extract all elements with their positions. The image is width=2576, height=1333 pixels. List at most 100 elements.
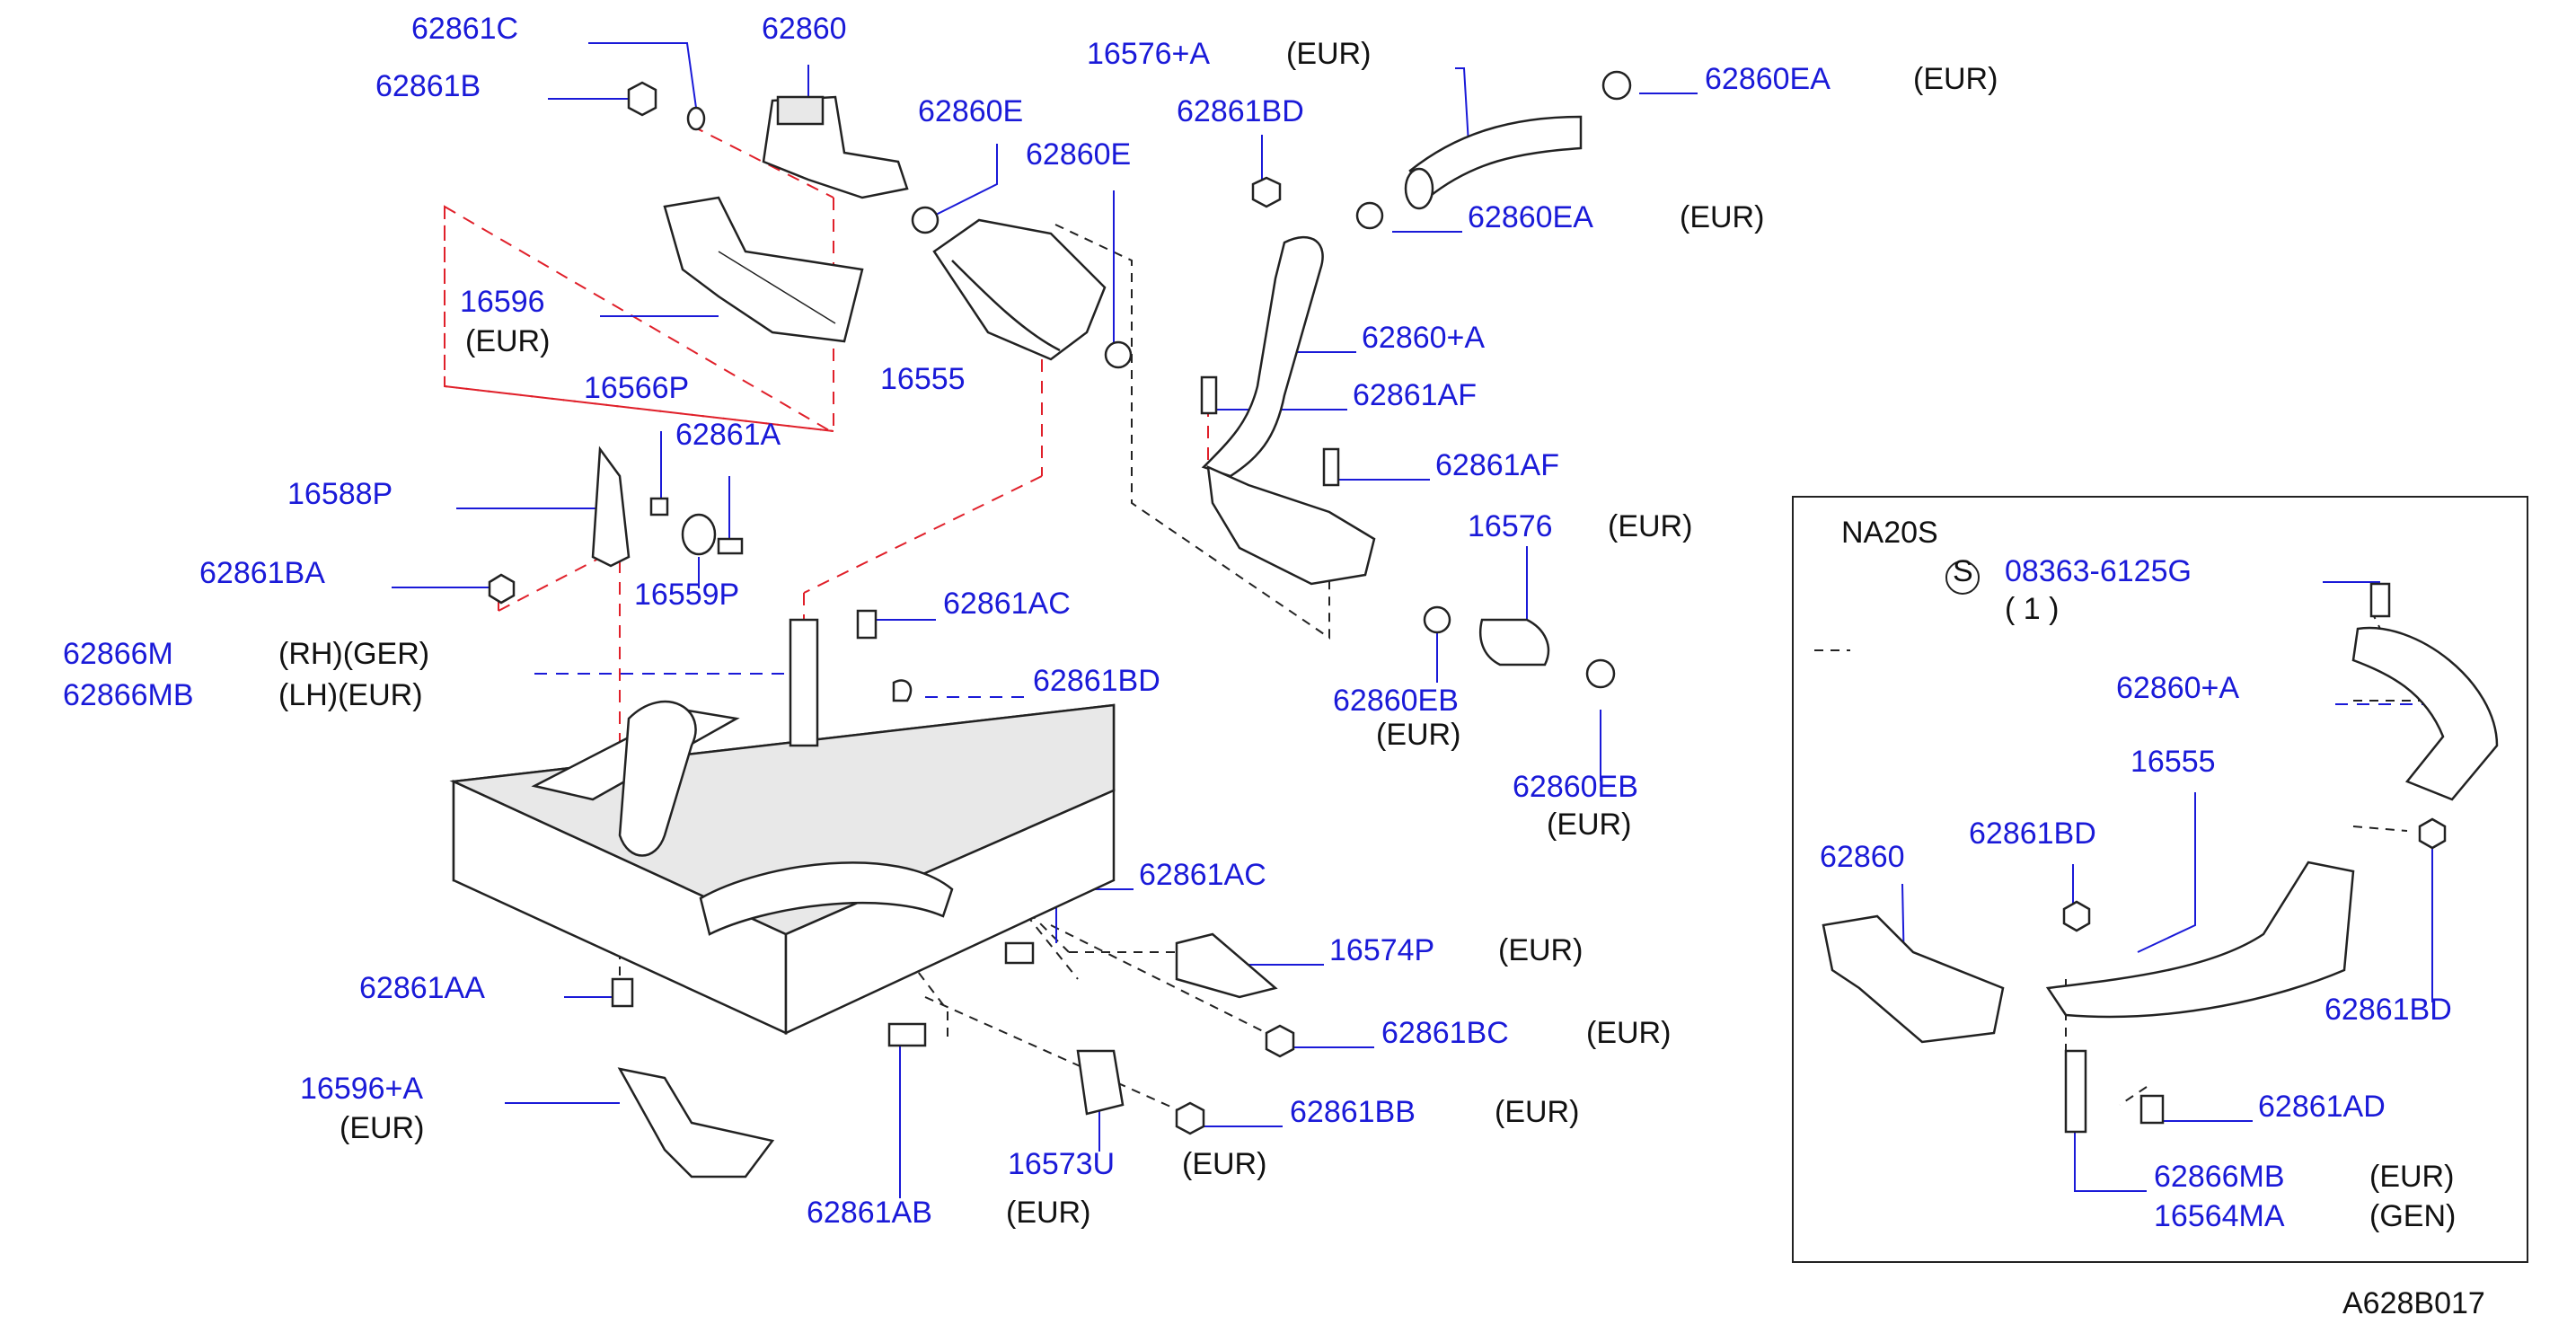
duct-16555 [932, 218, 1107, 361]
clamp-62860ea-2 [1355, 201, 1384, 230]
inset-duct-16555 [2045, 861, 2355, 1019]
shield-16596 [663, 196, 864, 343]
l-62860[interactable]: 62860 [762, 12, 847, 46]
inset-nut-62861bd-1 [2062, 900, 2091, 932]
i-62860[interactable]: 62860 [1820, 840, 1905, 874]
i-62860a[interactable]: 62860+A [2116, 671, 2240, 705]
l-16576[interactable]: 16576 [1468, 509, 1553, 543]
i-16564ma[interactable]: 16564MA [2154, 1199, 2285, 1233]
l-62861af2[interactable]: 62861AF [1435, 448, 1559, 482]
l-62861c[interactable]: 62861C [411, 12, 519, 46]
l-16574p-eur: (EUR) [1498, 933, 1584, 967]
l-62866m[interactable]: 62866M [63, 637, 173, 671]
l-62861bc-eur: (EUR) [1586, 1016, 1672, 1050]
l-16566p[interactable]: 16566P [584, 371, 690, 405]
l-16555[interactable]: 16555 [880, 362, 966, 396]
l-62860e2[interactable]: 62860E [1026, 137, 1132, 172]
chassis-frame [449, 700, 1116, 1035]
l-62860eb2[interactable]: 62860EB [1513, 770, 1638, 804]
bolt-62861af-2 [1322, 447, 1340, 487]
na20s-inset [1792, 496, 2528, 1263]
l-62860ea1[interactable]: 62860EA [1705, 62, 1831, 96]
inset-hose-62860a [2351, 626, 2499, 801]
l-62860eb1-eur: (EUR) [1376, 718, 1461, 752]
i-16555[interactable]: 16555 [2130, 745, 2216, 779]
bolt-62861aa [611, 977, 634, 1008]
i-62861bd1[interactable]: 62861BD [1969, 817, 2096, 851]
l-62861af1[interactable]: 62861AF [1353, 378, 1477, 412]
l-62861bb[interactable]: 62861BB [1290, 1095, 1416, 1129]
l-62860ea2-eur: (EUR) [1680, 200, 1765, 234]
l-62860eb2-eur: (EUR) [1547, 808, 1632, 842]
l-62861ac1[interactable]: 62861AC [943, 587, 1071, 621]
l-62861bd1[interactable]: 62861BD [1177, 94, 1304, 128]
nut-62861bb [1175, 1101, 1205, 1135]
figure-code: A628B017 [2342, 1286, 2485, 1320]
l-16576a[interactable]: 16576+A [1087, 37, 1211, 71]
nut-62861ba [488, 573, 516, 605]
i-s-badge: S [1953, 554, 1973, 588]
l-62861bc[interactable]: 62861BC [1381, 1016, 1509, 1050]
bracket-16566p [649, 497, 669, 516]
l-16574p[interactable]: 16574P [1329, 933, 1435, 967]
inset-bolt-62861ad [2139, 1094, 2165, 1125]
l-16596a-eur: (EUR) [340, 1111, 425, 1145]
i-62866mb-eur: (EUR) [2369, 1160, 2455, 1194]
clamp-62860ea-1 [1601, 70, 1632, 101]
bushing-16559p [681, 513, 717, 556]
bracket-16574p [1175, 932, 1278, 999]
nut-62861b [627, 81, 657, 117]
l-62860a[interactable]: 62860+A [1362, 321, 1486, 355]
clamp-62860e-1 [911, 206, 940, 234]
clamp-62860eb-2 [1585, 658, 1616, 689]
i-62861ad[interactable]: 62861AD [2258, 1090, 2386, 1124]
s-badge-circle [1945, 561, 1980, 595]
i-08363[interactable]: 08363-6125G [2005, 554, 2192, 588]
red-alignment-lines [444, 125, 1209, 844]
clamp-62860e-2 [1104, 340, 1133, 369]
l-16576a-eur: (EUR) [1286, 37, 1372, 71]
l-62860ea2[interactable]: 62860EA [1468, 200, 1593, 234]
duct-62860 [762, 95, 909, 199]
inset-title: NA20S [1841, 516, 1938, 550]
i-62861bd2[interactable]: 62861BD [2325, 993, 2452, 1027]
clip-62861c [686, 106, 706, 131]
l-62861b[interactable]: 62861B [375, 69, 481, 103]
l-16573u[interactable]: 16573U [1008, 1147, 1116, 1181]
l-62866mb-note: (LH)(EUR) [278, 678, 423, 712]
blue-note-lines [534, 673, 2425, 705]
l-16596-eur: (EUR) [465, 324, 551, 358]
bolt-62861a [717, 537, 744, 555]
l-62866m-note: (RH)(GER) [278, 637, 430, 671]
l-62861ac2[interactable]: 62861AC [1139, 858, 1266, 892]
i-62866mb[interactable]: 62866MB [2154, 1160, 2285, 1194]
l-62860e1[interactable]: 62860E [918, 94, 1024, 128]
nut-62861bd-2 [892, 679, 913, 702]
l-62861bb-eur: (EUR) [1495, 1095, 1580, 1129]
hose-62860a [1201, 235, 1376, 586]
inset-nut-62861bd-2 [2418, 817, 2447, 850]
l-62860eb1[interactable]: 62860EB [1333, 684, 1459, 718]
l-62866mb[interactable]: 62866MB [63, 678, 194, 712]
bolt-62861af-1 [1200, 375, 1218, 415]
bracket-62866m [789, 618, 819, 747]
l-62861ba[interactable]: 62861BA [199, 556, 325, 590]
bolt-62861ab [887, 1022, 927, 1047]
l-62861a[interactable]: 62861A [675, 418, 781, 452]
l-16573u-eur: (EUR) [1182, 1147, 1267, 1181]
bolt-62861ac-2 [1004, 941, 1035, 965]
l-16559p[interactable]: 16559P [634, 578, 740, 612]
l-16596[interactable]: 16596 [460, 285, 545, 319]
l-16576-eur: (EUR) [1608, 509, 1693, 543]
l-62861aa[interactable]: 62861AA [359, 971, 485, 1005]
clamp-62860eb-1 [1423, 605, 1451, 634]
l-62861bd2[interactable]: 62861BD [1033, 664, 1160, 698]
l-62861ab[interactable]: 62861AB [807, 1196, 932, 1230]
inset-duct-62860 [1822, 914, 2005, 1044]
bolt-62861ac-1 [856, 609, 878, 640]
inset-bolt-08363 [2369, 582, 2391, 618]
l-16596a[interactable]: 16596+A [300, 1072, 424, 1106]
inset-bracket-62866mb [2064, 1049, 2087, 1134]
l-16588p[interactable]: 16588P [287, 477, 393, 511]
